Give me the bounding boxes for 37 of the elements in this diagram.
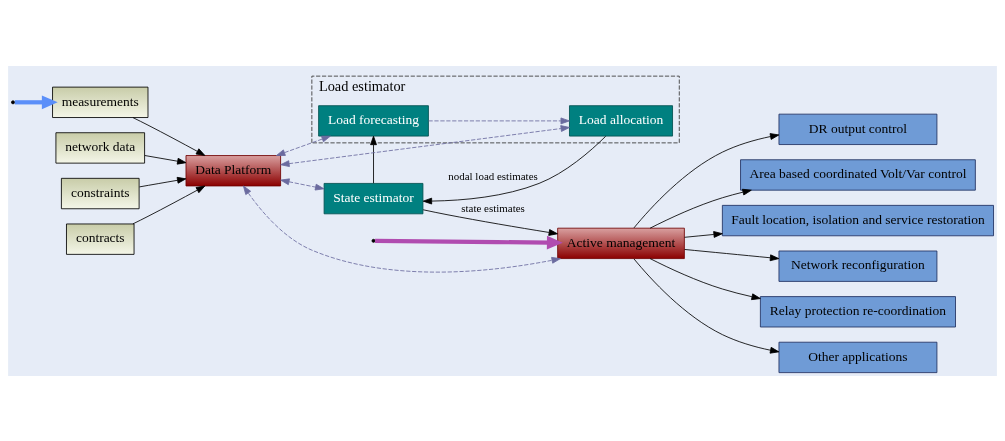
arrow [428,117,570,124]
arrow [280,124,570,167]
arrow [684,248,780,261]
node-box: Data Platform [185,154,282,186]
node-box: Active management [557,227,685,259]
arrow [684,230,723,238]
node-box: Relay protection re-coordination [759,295,956,327]
node-box: Area based coordinated Volt/Var control [740,158,976,191]
arrow [633,132,780,228]
node-box: network data [55,131,146,164]
node-box: Fault location, isolation and service restoration [721,204,994,236]
arrow [139,176,187,187]
arrow [144,154,187,165]
node-box: DR output control [778,113,938,145]
arrow [649,188,752,229]
node-box: Load allocation [569,104,673,137]
node-box: contracts [66,223,135,255]
arrow [633,257,780,354]
arrow [370,135,377,184]
arrow [132,116,206,156]
arrow [14,94,58,109]
arrow [280,177,325,190]
edge-label: state estimates [461,201,525,214]
node-box: measurements [52,86,149,118]
arrow [132,185,206,224]
arrow [422,208,558,236]
arrow [375,235,563,250]
node-box: Network reconfiguration [778,250,938,282]
node-box: Load forecasting [318,104,429,137]
arrow [422,135,607,204]
edge-label: nodal load estimates [448,169,538,182]
node-box: constraints [61,177,140,209]
arrow [649,257,761,300]
node-box: Other applications [778,341,938,373]
arrow [243,185,561,273]
arrow [276,135,331,156]
node-box: State estimator [323,182,424,214]
